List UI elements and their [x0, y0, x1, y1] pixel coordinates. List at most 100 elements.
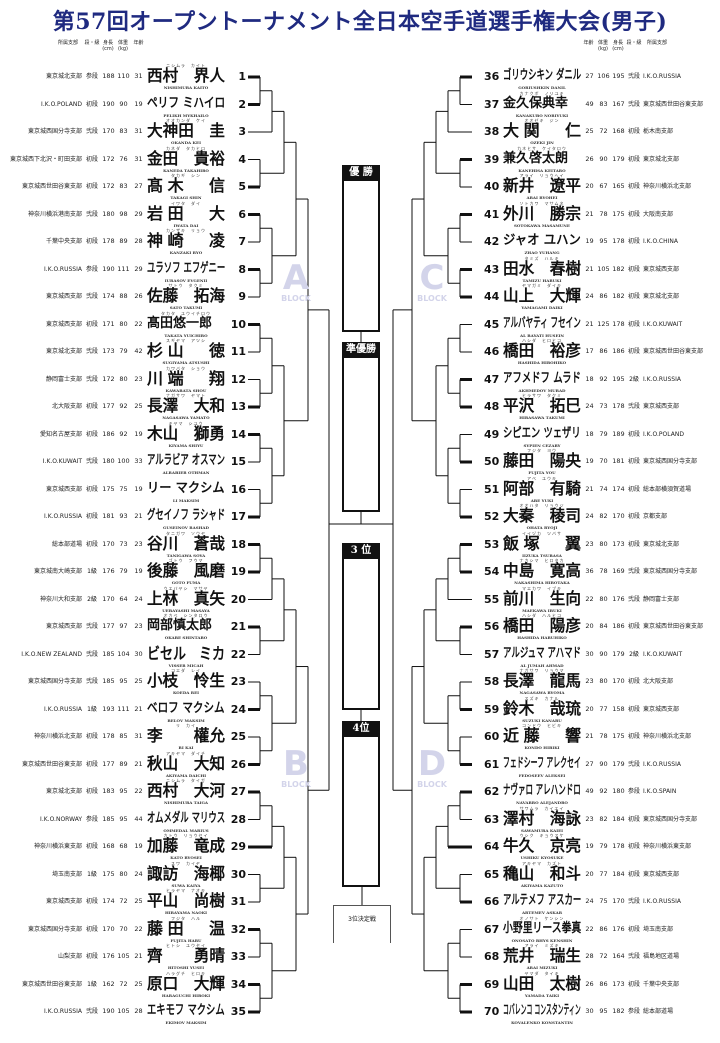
- player-height: 179: [612, 649, 625, 658]
- player-age: 21: [134, 952, 143, 960]
- player-furigana: アライ リョウヘイ: [519, 173, 565, 178]
- player-age: 25: [134, 979, 143, 988]
- player-rank: 初段: [85, 760, 98, 768]
- player-romaji: HIRAYAMA NAOKI: [164, 910, 208, 915]
- player-romaji: HARAGUCHI HIROKI: [161, 992, 211, 998]
- header-age: 年齢: [133, 40, 144, 46]
- player-weight: 86: [599, 924, 608, 933]
- player-height: 190: [102, 264, 115, 273]
- player-height: 184: [612, 869, 625, 878]
- player-number: 18: [230, 537, 246, 551]
- player-age: 25: [134, 677, 143, 685]
- player-number: 48: [484, 400, 500, 413]
- player-name: 諏訪 海椰: [147, 863, 226, 883]
- player-number: 1: [238, 70, 246, 83]
- player-name: 川端 翔: [147, 368, 225, 388]
- player-age: 49: [585, 787, 594, 795]
- player-name: 金久保典幸: [503, 95, 569, 111]
- player-affiliation: 総本部道場: [51, 540, 82, 548]
- player-romaji: KANEDA TAKAHIRO: [163, 167, 209, 173]
- player-number: 29: [230, 840, 246, 853]
- player-rank: 弐段: [85, 293, 98, 300]
- player-furigana: ナカシマ ヒロタカ: [519, 558, 565, 563]
- player-affiliation: I.K.O.KUWAIT: [643, 650, 683, 658]
- player-name: 田水 春樹: [503, 258, 582, 278]
- player-furigana: イイヅカ ツバサ: [522, 530, 562, 536]
- player-height: 182: [612, 292, 625, 300]
- third-place-label: 3 位: [342, 543, 380, 559]
- player-affiliation: 静岡富士支部: [45, 375, 82, 383]
- player-name: グセイノフ ラシャド: [147, 508, 226, 523]
- player-rank: 弐段: [85, 348, 98, 355]
- player-romaji: FUJITA YOU: [528, 470, 556, 475]
- player-romaji: TAKAGI SHIN: [170, 195, 202, 200]
- third-place-match: 3位決定戦: [333, 905, 391, 943]
- player-number: 52: [484, 510, 500, 523]
- player-height: 180: [612, 787, 625, 795]
- player-age: 19: [134, 567, 143, 575]
- player-rank: 2級: [629, 375, 639, 383]
- player-weight: 90: [599, 154, 608, 163]
- player-furigana: イワタ ダイ: [171, 200, 201, 206]
- runner-up-box: 準優勝: [342, 342, 380, 512]
- player-number: 59: [484, 702, 500, 716]
- player-name: コバレンコ コンスタンティン: [503, 1003, 581, 1018]
- player-age: 19: [134, 99, 143, 108]
- player-number: 64: [484, 840, 500, 853]
- player-height: 177: [102, 622, 115, 630]
- player-height: 184: [612, 814, 625, 823]
- player-name: 荒井 瑞生: [503, 946, 582, 965]
- player-weight: 93: [119, 512, 128, 520]
- player-name: 飯塚 翼: [503, 533, 581, 553]
- champion-label: 優 勝: [342, 165, 380, 181]
- player-number: 63: [484, 812, 500, 826]
- player-number: 26: [230, 757, 246, 771]
- player-number: 45: [484, 317, 500, 331]
- player-number: 32: [230, 922, 246, 936]
- player-name: 秋山 大知: [147, 753, 226, 773]
- player-height: 174: [102, 292, 115, 300]
- player-weight: 106: [597, 72, 610, 80]
- player-age: 21: [134, 759, 143, 768]
- player-age: 22: [134, 924, 143, 933]
- player-age: 25: [134, 402, 143, 410]
- player-affiliation: 東京城西支部: [643, 705, 680, 713]
- player-name: 木山 獅勇: [147, 423, 226, 443]
- column-header-right: 年齢 体重(kg) 身長(cm) 段・級 所属支部: [570, 40, 720, 54]
- player-age: 21: [134, 704, 143, 713]
- player-name: 加藤 竜成: [147, 836, 226, 855]
- player-furigana: タカギ シン: [171, 173, 201, 178]
- player-age: 19: [585, 457, 594, 465]
- player-romaji: LI MAKSIM: [172, 497, 200, 503]
- player-romaji: AL BAYATI HUSEIN: [519, 332, 565, 338]
- player-furigana: コンドウ ヒビキ: [522, 723, 562, 728]
- player-height: 193: [102, 704, 115, 713]
- player-affiliation: 東京城西国分寺支部: [643, 568, 698, 575]
- player-name: 穐山 和斗: [503, 863, 582, 883]
- player-furigana: コエダ レイ: [171, 668, 201, 673]
- player-number: 34: [230, 977, 246, 991]
- player-rank: 初段: [627, 458, 640, 465]
- player-age: 19: [134, 484, 143, 493]
- player-age: 26: [585, 979, 594, 988]
- runner-up-label: 準優勝: [342, 342, 380, 358]
- player-number: 22: [230, 647, 246, 661]
- player-age: 30: [585, 1007, 594, 1015]
- player-height: 186: [612, 622, 625, 630]
- player-romaji: SUZUKI KANARU: [522, 717, 562, 723]
- player-number: 16: [230, 482, 246, 496]
- player-number: 46: [484, 345, 500, 358]
